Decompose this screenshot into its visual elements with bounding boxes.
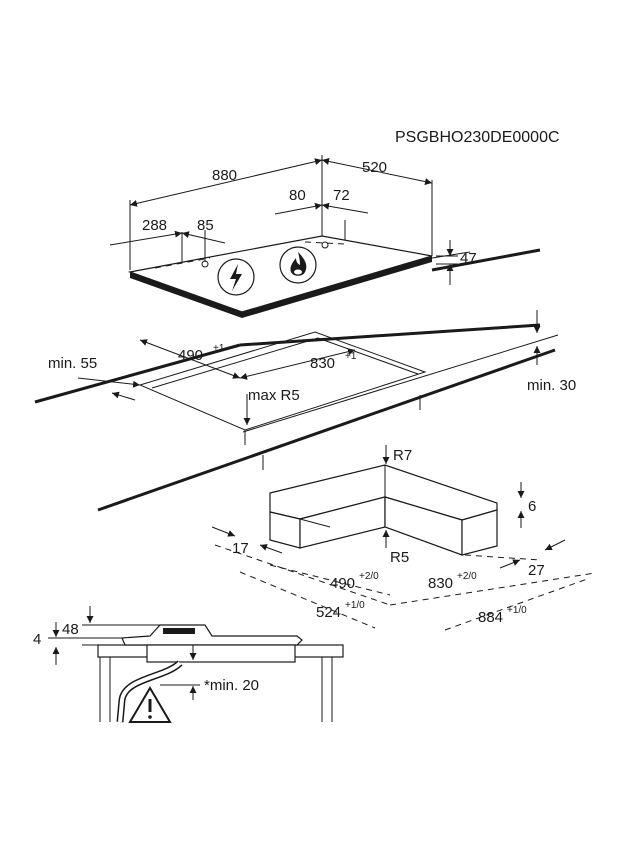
dim-72: 72	[333, 187, 350, 204]
dim-884: 884	[478, 609, 503, 626]
dim-884-tol: +1/0	[507, 605, 527, 616]
dim-85: 85	[197, 217, 214, 234]
dim-48: 48	[62, 621, 79, 638]
dim-830-corner-tol: +2/0	[457, 571, 477, 582]
dim-min-30: min. 30	[527, 377, 576, 394]
dim-524: 524	[316, 604, 341, 621]
dim-6: 6	[528, 498, 536, 515]
dim-27: 27	[528, 562, 545, 579]
dim-max-r5: max R5	[248, 387, 300, 404]
model-code: PSGBHO230DE0000C	[395, 129, 560, 146]
dim-490-corner-tol: +2/0	[359, 571, 379, 582]
dim-47: 47	[460, 250, 477, 267]
section-view-drawing: *min. 20 48 4	[33, 606, 344, 723]
dim-r7: R7	[393, 447, 412, 464]
dim-524-tol: +1/0	[345, 600, 365, 611]
dim-17: 17	[232, 540, 249, 557]
hob-drawing: 880 520 80 72 288 85 47	[109, 155, 541, 318]
dim-880: 880	[212, 167, 237, 184]
flame-warning-icon	[279, 246, 317, 284]
dim-80: 80	[289, 187, 306, 204]
dim-r5: R5	[390, 549, 409, 566]
dim-288: 288	[142, 217, 167, 234]
dim-830: 830	[310, 355, 335, 372]
dim-490-tol: +1	[213, 343, 225, 354]
warning-triangle-icon	[128, 686, 172, 723]
dim-490: 490	[178, 347, 203, 364]
cutout-drawing: 490 +1 830 +1 min. 55 max R5 min. 30	[34, 310, 576, 512]
dim-830-corner: 830	[428, 575, 453, 592]
dim-min-55: min. 55	[48, 355, 97, 372]
dim-490-corner: 490	[330, 575, 355, 592]
dim-520: 520	[362, 159, 387, 176]
dim-4: 4	[33, 631, 41, 648]
dim-830-tol: +1	[345, 351, 357, 362]
dim-min-20: *min. 20	[204, 677, 259, 694]
corner-detail-drawing: R7 R5 6 17 27 490 +2/0 830 +2/0 524 +1/0…	[211, 445, 596, 631]
lightning-warning-icon	[217, 258, 255, 296]
